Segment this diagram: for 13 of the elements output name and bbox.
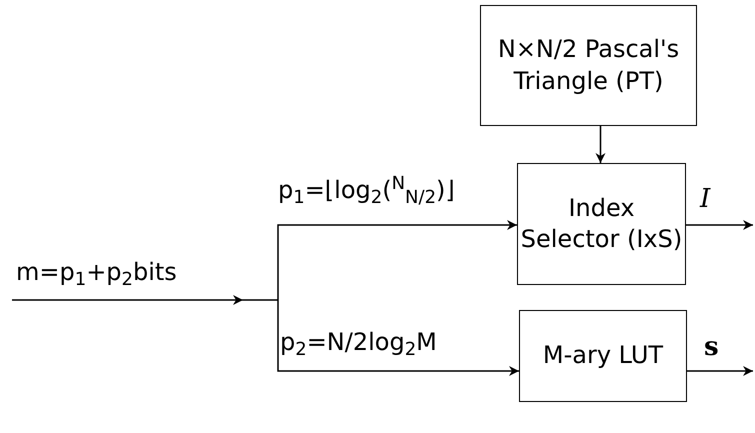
process-box [519,310,687,402]
box-text: Index Selector (IxS) [520,192,684,255]
arrow [686,220,753,230]
arrow [277,300,519,376]
arrow [277,220,517,300]
edge-label: p$_{2}$=N/2log$_{2}$M [280,330,437,354]
input-label: m=p$_{1}$+p$_{2}$bits [16,260,177,284]
box-text: M-ary LUT [542,340,664,372]
box-text: N×N/2 Pascal's Triangle (PT) [496,34,680,96]
arrow [596,126,606,163]
process-box [480,5,697,126]
process-box [517,163,686,285]
arrow [687,366,753,376]
